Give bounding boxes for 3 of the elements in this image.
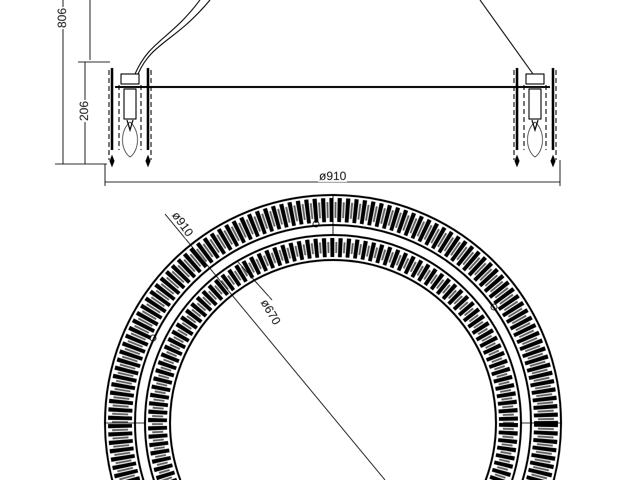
dimension-label: ø910 [318,170,348,182]
dimension-label: 206 [78,100,90,122]
dimension-label: 806 [56,6,68,30]
